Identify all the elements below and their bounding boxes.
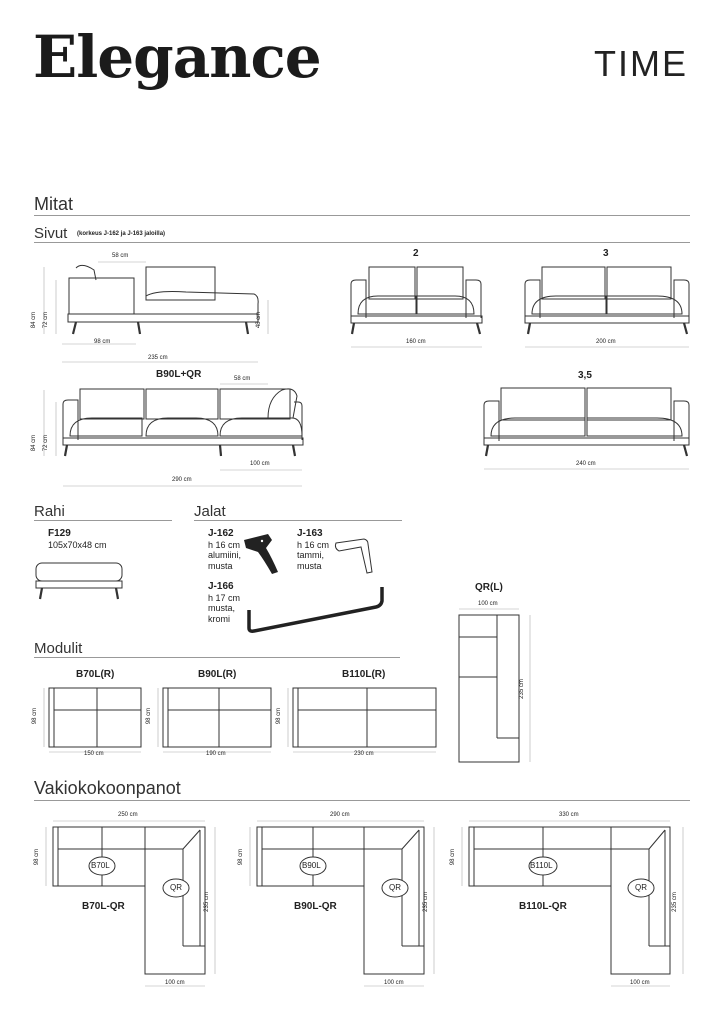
leg-color: kromi <box>208 614 230 625</box>
dim-label: 58 cm <box>112 253 129 259</box>
module-b110 <box>287 687 437 753</box>
leg-j162-drawing <box>244 534 278 574</box>
sofa-3-front <box>524 266 690 348</box>
dim-label: 230 cm <box>354 751 374 757</box>
dim-label: 100 cm <box>250 461 270 467</box>
leg-material: tammi, <box>297 550 324 561</box>
dim-label: 250 cm <box>118 812 138 818</box>
dim-label: 100 cm <box>630 980 650 986</box>
dim-label: 290 cm <box>330 812 350 818</box>
leg-height: h 16 cm <box>208 539 241 550</box>
config-name: B70L-QR <box>82 901 125 912</box>
leg-code: J-162 <box>208 528 234 539</box>
leg-height: h 16 cm <box>297 539 330 550</box>
divider <box>34 520 172 521</box>
dim-label: 290 cm <box>172 477 192 483</box>
module-b110-label: B110L(R) <box>342 669 386 680</box>
divider <box>194 520 402 521</box>
config-qr-tag: QR <box>389 883 401 892</box>
section-modulit-title: Modulit <box>34 640 83 657</box>
config-tag: B70L <box>91 861 110 870</box>
sofa-35-front <box>483 387 690 470</box>
section-rahi-title: Rahi <box>34 503 65 520</box>
dim-label: 98 cm <box>450 848 457 866</box>
leg-code: J-163 <box>297 528 323 539</box>
module-b90-label: B90L(R) <box>198 669 237 680</box>
dim-label: 190 cm <box>206 751 226 757</box>
dim-label: 100 cm <box>165 980 185 986</box>
config-b70l-qr <box>45 820 216 987</box>
leg-j166-drawing <box>247 587 384 633</box>
sofa-3-label: 3 <box>603 248 609 259</box>
module-qr-label: QR(L) <box>475 582 503 593</box>
config-name: B110L-QR <box>519 901 567 912</box>
divider <box>34 242 690 243</box>
dim-label: 100 cm <box>478 601 498 607</box>
leg-j163-drawing <box>334 538 373 574</box>
config-name: B90L-QR <box>294 901 337 912</box>
leg-color: musta <box>208 561 233 572</box>
divider <box>34 215 690 216</box>
b90lqr-label: B90L+QR <box>156 369 202 380</box>
config-tag: B90L <box>302 861 321 870</box>
dim-label: 98 cm <box>94 339 111 345</box>
brand-logo: Elegance <box>33 23 322 91</box>
dim-label: 240 cm <box>576 461 596 467</box>
dim-label: 235 cm <box>148 355 168 361</box>
leg-material: alumiini, <box>208 550 242 561</box>
module-qr <box>458 608 531 763</box>
dim-label: 98 cm <box>34 848 41 866</box>
dim-label: 150 cm <box>84 751 104 757</box>
leg-code: J-166 <box>208 581 234 592</box>
ottoman-drawing <box>35 562 123 600</box>
divider <box>34 657 400 658</box>
dim-label: 160 cm <box>406 339 426 345</box>
leg-color: musta <box>297 561 322 572</box>
config-qr-tag: QR <box>635 883 647 892</box>
module-b70-label: B70L(R) <box>76 669 115 680</box>
config-tag: B110L <box>530 861 553 870</box>
sofa-b90lqr-side <box>43 383 304 487</box>
dim-label: 200 cm <box>596 339 616 345</box>
dim-label: 98 cm <box>238 848 245 866</box>
dim-label: 235 cm <box>422 892 429 912</box>
dim-label: 58 cm <box>234 376 251 382</box>
divider <box>34 800 690 801</box>
section-mitat-title: Mitat <box>34 194 74 214</box>
section-vakio-title: Vakiokokoonpanot <box>34 778 181 798</box>
leg-height: h 17 cm <box>208 592 241 603</box>
sofa-chaise-side <box>43 261 269 363</box>
leg-j162: J-162 h 16 cm alumiini, musta <box>208 528 241 572</box>
dim-label: 235 cm <box>671 892 678 912</box>
module-b70 <box>43 687 142 753</box>
leg-material: musta, <box>208 603 236 614</box>
model-name: TIME <box>594 43 688 84</box>
module-b90 <box>157 687 272 753</box>
config-b90l-qr <box>249 820 435 987</box>
sofa-35-label: 3,5 <box>578 370 592 381</box>
leg-j166: J-166 h 17 cm musta, kromi <box>208 581 240 625</box>
sivut-note: (korkeus J-162 ja J-163 jaloilla) <box>77 231 166 237</box>
config-b110l-qr <box>461 820 684 987</box>
sofa-2-label: 2 <box>413 248 419 259</box>
section-sivut-title: Sivut <box>34 225 68 242</box>
dim-label: 100 cm <box>384 980 404 986</box>
sofa-2-front <box>350 266 483 348</box>
dim-label: 330 cm <box>559 812 579 818</box>
leg-j163: J-163 h 16 cm tammi, musta <box>297 528 329 572</box>
rahi-code: F129 <box>48 528 71 539</box>
rahi-size: 105x70x48 cm <box>48 540 107 550</box>
dim-label: 235 cm <box>203 892 210 912</box>
config-qr-tag: QR <box>170 883 182 892</box>
section-jalat-title: Jalat <box>194 503 226 520</box>
